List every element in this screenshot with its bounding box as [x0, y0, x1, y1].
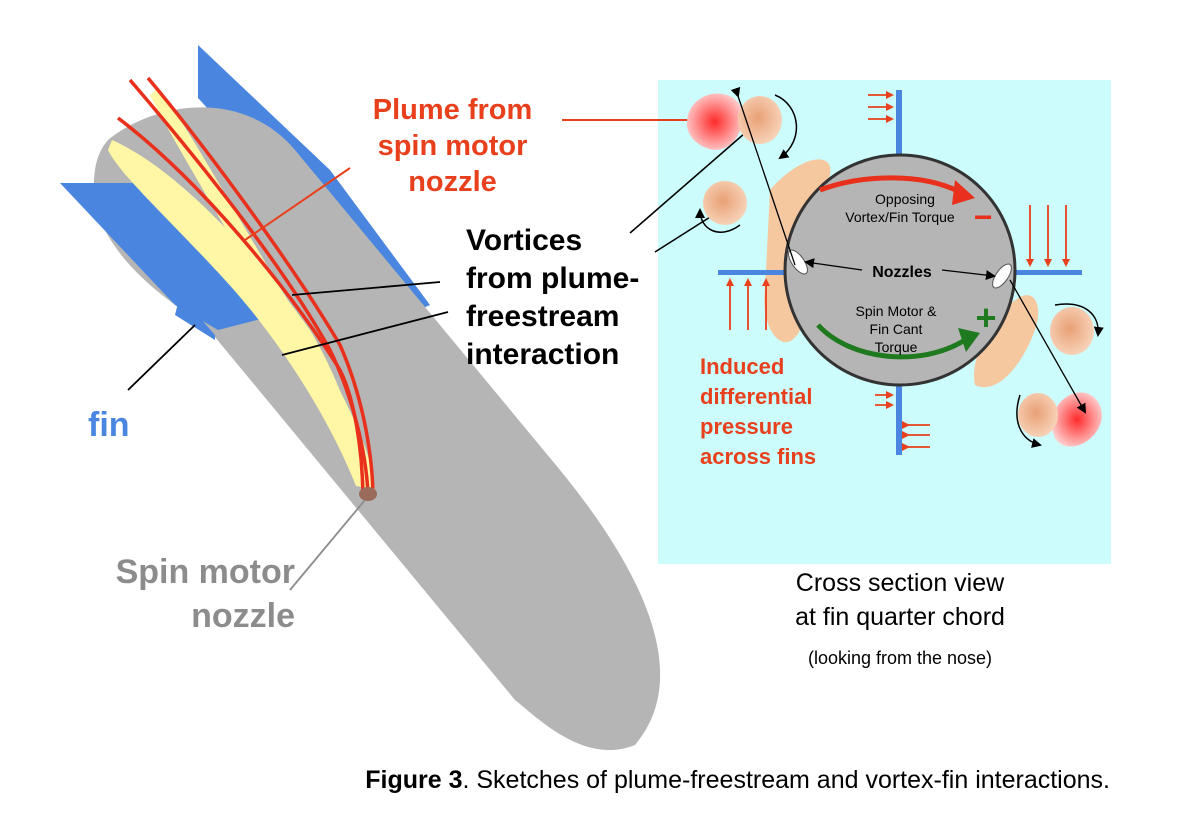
panel-caption: Cross section view at fin quarter chord: [720, 566, 1080, 634]
fin-top: [896, 90, 902, 158]
induced-label-line-4: across fins: [700, 444, 817, 469]
opposing-torque-arrow: [819, 175, 962, 195]
nozzle-label-line-2: nozzle: [191, 597, 295, 635]
nozzle-right: [992, 263, 1012, 289]
induced-label-line-1: Induced: [700, 354, 785, 379]
circulation-arc-3: [1054, 303, 1104, 337]
vortices-label-line-4: interaction: [466, 338, 620, 371]
plume-label-line-3: nozzle: [408, 166, 497, 198]
spin-label-line-2: Fin Cant: [870, 321, 923, 337]
plume-label: Plume from spin motor nozzle: [360, 92, 545, 200]
fin-left: [718, 270, 788, 275]
spin-label-line-1: Spin Motor &: [856, 303, 938, 319]
nozzles-arrow-right: [941, 269, 996, 281]
plume-yellow-2: [150, 88, 375, 490]
minus-sign: −: [974, 199, 993, 235]
vortex-leader-1: [291, 281, 441, 296]
panel-caption-line-1: Cross section view: [795, 569, 1005, 597]
induced-label-line-2: differential: [700, 384, 813, 409]
vortex-top-2: [703, 181, 747, 225]
plume-red-line-1: [116, 116, 365, 495]
panel-subcaption: (looking from the nose): [807, 648, 993, 668]
fin-bottom: [896, 385, 902, 455]
nozzle-leader: [289, 499, 366, 591]
spin-torque-arrow: [816, 323, 967, 360]
vortices-label-line-2: from plume-: [466, 262, 640, 295]
induced-label-line-3: pressure: [700, 414, 793, 439]
plume-leader: [244, 167, 351, 241]
nozzle-label: Spin motor nozzle: [80, 550, 295, 638]
plume-yellow-1: [108, 140, 368, 488]
pressure-arrows: [726, 91, 1070, 451]
nozzles-arrow-left: [804, 258, 863, 271]
plume-label-line-1: Plume from: [372, 94, 533, 126]
vortex-lobe-right: [974, 295, 1039, 388]
cross-section-panel: Opposing Vortex/Fin Torque − Nozzles Spi…: [562, 80, 1111, 564]
circulation-arc-4: [1016, 394, 1042, 448]
figure-number: Figure 3: [365, 766, 463, 794]
hot-vortex-bottom: [1052, 392, 1102, 447]
plume-red-line-3: [146, 76, 375, 495]
vortex-path-right: [1009, 279, 1086, 414]
nozzle-label-line-1: Spin motor: [115, 553, 295, 591]
missile-sketch: [60, 45, 661, 751]
figure-caption: Figure 3. Sketches of plume-freestream a…: [0, 766, 1110, 795]
vortex-leader-2: [281, 311, 449, 356]
vortex-path-left: [730, 86, 796, 266]
induced-label: Induced differential pressure across fin…: [700, 352, 816, 472]
vortices-label: Vortices from plume- freestream interact…: [466, 222, 639, 374]
fin-leader: [127, 324, 196, 391]
opposing-label-line-2: Vortex/Fin Torque: [845, 209, 955, 225]
body-cross-section: [783, 153, 1017, 387]
spin-torque-arrowhead: [958, 328, 980, 352]
vortex-bottom-2: [1018, 393, 1058, 437]
plume-red-line-2: [128, 78, 370, 495]
spin-motor-nozzle-dot: [359, 487, 377, 501]
plume-label-line-2: spin motor: [377, 130, 528, 162]
vortex-panel-leader-2: [654, 211, 719, 253]
opposing-torque-arrowhead: [952, 180, 975, 205]
fin-right: [1012, 270, 1082, 275]
vortices-label-line-3: freestream: [466, 300, 620, 333]
plus-sign: +: [975, 297, 996, 338]
fin-left-front: [60, 183, 265, 330]
vortex-panel-leader-1: [629, 119, 761, 234]
vortex-bottom-1: [1050, 307, 1094, 355]
opposing-label-line-1: Opposing: [875, 191, 935, 207]
panel-caption-line-2: at fin quarter chord: [795, 603, 1005, 631]
vortex-top-1: [738, 96, 782, 144]
fin-label: fin: [88, 406, 130, 444]
spin-label-line-3: Torque: [875, 339, 918, 355]
circulation-arc-1: [774, 94, 797, 160]
circulation-arc-2: [695, 208, 741, 233]
figure-caption-text: . Sketches of plume-freestream and vorte…: [462, 766, 1110, 794]
fin-lower-front: [175, 295, 215, 340]
vortices-label-line-1: Vortices: [466, 224, 583, 257]
hot-vortex-top: [686, 93, 743, 150]
nozzles-label: Nozzles: [872, 264, 932, 281]
